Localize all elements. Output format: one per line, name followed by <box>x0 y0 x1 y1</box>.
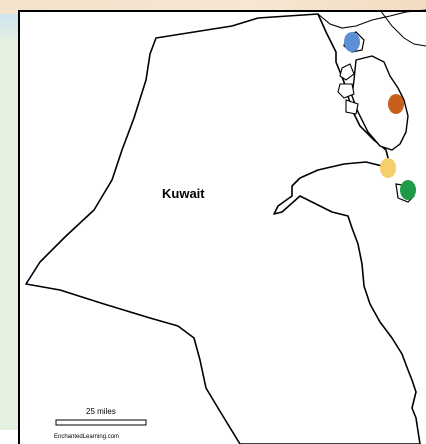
country-label: Kuwait <box>162 186 205 201</box>
shatt-line <box>379 9 426 47</box>
kuwait-outline <box>25 13 421 444</box>
islet-3 <box>345 99 359 115</box>
iraq-border-lines <box>317 9 426 29</box>
marker-blue[interactable] <box>344 32 360 52</box>
marker-green[interactable] <box>400 180 416 200</box>
credit-text: EnchantedLearning.com <box>54 434 120 440</box>
marker-yellow[interactable] <box>380 158 396 178</box>
marker-brown[interactable] <box>388 94 404 114</box>
scale-label: 25 miles <box>86 407 116 416</box>
islet-1 <box>339 63 355 81</box>
scale-bar <box>55 419 147 426</box>
background-strip-left-top <box>0 14 20 44</box>
islet-2 <box>337 83 355 99</box>
